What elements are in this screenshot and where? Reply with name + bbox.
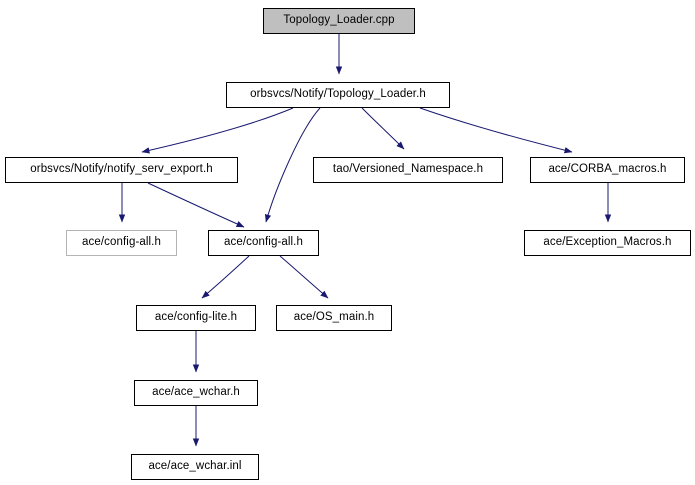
graph-node-n5[interactable]: ace/config-all.h: [66, 230, 177, 256]
graph-node-label: ace/CORBA_macros.h: [548, 163, 667, 176]
graph-node-n4[interactable]: ace/CORBA_macros.h: [530, 157, 685, 183]
graph-node-n8[interactable]: ace/config-lite.h: [136, 305, 256, 331]
graph-node-n2[interactable]: orbsvcs/Notify/notify_serv_export.h: [5, 157, 238, 183]
graph-edge: [264, 107, 321, 223]
graph-node-label: orbsvcs/Notify/Topology_Loader.h: [250, 88, 426, 101]
graph-node-n11[interactable]: ace/ace_wchar.inl: [131, 454, 259, 480]
graph-node-n9[interactable]: ace/OS_main.h: [276, 305, 392, 331]
graph-node-label: ace/Exception_Macros.h: [543, 236, 672, 249]
graph-node-label: tao/Versioned_Namespace.h: [332, 163, 484, 176]
graph-node-n0[interactable]: Topology_Loader.cpp: [263, 8, 415, 34]
graph-edge: [201, 255, 250, 299]
graph-node-label: ace/config-lite.h: [154, 311, 238, 324]
graph-node-n1[interactable]: orbsvcs/Notify/Topology_Loader.h: [226, 82, 450, 108]
graph-node-label: ace/config-all.h: [82, 236, 161, 249]
graph-node-label: Topology_Loader.cpp: [283, 14, 395, 27]
graph-edge: [147, 182, 245, 228]
graph-node-label: orbsvcs/Notify/notify_serv_export.h: [30, 163, 213, 176]
graph-node-label: ace/ace_wchar.inl: [148, 460, 242, 473]
graph-node-label: ace/ace_wchar.h: [152, 386, 240, 399]
graph-node-n7[interactable]: ace/Exception_Macros.h: [524, 230, 691, 256]
graph-edge: [419, 107, 573, 154]
graph-node-n6[interactable]: ace/config-all.h: [208, 230, 319, 256]
graph-edge: [279, 255, 329, 299]
graph-node-n3[interactable]: tao/Versioned_Namespace.h: [313, 157, 503, 183]
graph-edge: [361, 107, 405, 150]
graph-node-label: ace/OS_main.h: [293, 311, 375, 324]
graph-edge: [141, 107, 294, 154]
graph-node-label: ace/config-all.h: [224, 236, 303, 249]
graph-node-n10[interactable]: ace/ace_wchar.h: [134, 380, 258, 406]
